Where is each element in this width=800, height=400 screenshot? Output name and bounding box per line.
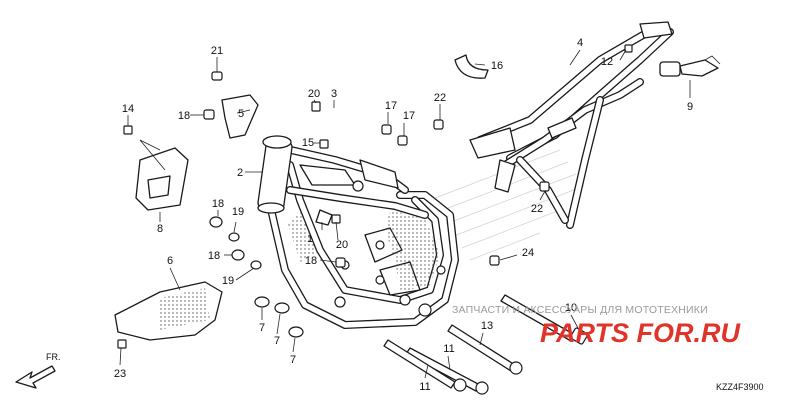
callout-11b: 11	[419, 381, 430, 393]
callout-22a: 22	[434, 92, 446, 104]
diagram-code: KZZ4F3900	[716, 382, 764, 392]
front-label: FR.	[46, 352, 61, 362]
callout-14: 14	[122, 103, 134, 115]
callout-7c: 7	[290, 354, 296, 366]
callout-17a: 17	[385, 100, 397, 112]
watermark-caption: ЗАПЧАСТИ И АКСЕССУАРЫ ДЛЯ МОТОТЕХНИКИ	[452, 304, 708, 316]
callout-7b: 7	[274, 335, 280, 347]
callout-22b: 22	[531, 203, 543, 215]
callout-1: 1	[307, 233, 313, 245]
callout-2: 2	[237, 167, 243, 179]
callout-20b: 20	[336, 239, 348, 251]
callout-23: 23	[114, 368, 126, 380]
callout-10: 10	[565, 302, 577, 314]
callout-13: 13	[481, 320, 493, 332]
hardware	[117, 44, 633, 349]
leader-lines	[119, 49, 691, 379]
callout-18a: 18	[178, 110, 190, 122]
long-bolts	[383, 294, 588, 395]
callout-18d: 18	[305, 255, 317, 267]
callout-6: 6	[167, 255, 173, 267]
callout-19b: 19	[222, 275, 234, 287]
callout-16: 16	[491, 60, 503, 72]
front-direction-marker: FR.	[15, 352, 61, 389]
callout-20a: 20	[308, 88, 320, 100]
callout-24: 24	[522, 247, 534, 259]
callout-labels: 1 2 3 4 5 6 7 7 7 8 9 10 11 11 12 13 14 …	[114, 37, 693, 393]
callout-5: 5	[238, 108, 244, 120]
watermark-logo: PARTS FOR.RU	[540, 318, 742, 348]
callout-17b: 17	[403, 110, 415, 122]
main-frame	[257, 135, 459, 329]
bracket-5	[221, 94, 259, 139]
callout-19a: 19	[232, 206, 244, 218]
callout-21: 21	[211, 45, 223, 57]
callout-4: 4	[577, 37, 583, 49]
rear-subframe	[469, 21, 674, 229]
callout-7a: 7	[259, 322, 265, 334]
callout-18b: 18	[212, 198, 224, 210]
callout-11a: 11	[443, 343, 454, 355]
background-hatch	[429, 149, 585, 261]
callout-9: 9	[687, 101, 693, 113]
callout-3: 3	[331, 88, 337, 100]
lock-9	[659, 55, 721, 77]
callout-15: 15	[302, 137, 314, 149]
callout-8: 8	[157, 223, 163, 235]
callout-18c: 18	[208, 250, 220, 262]
callout-12: 12	[601, 56, 613, 68]
band-16	[454, 54, 489, 79]
